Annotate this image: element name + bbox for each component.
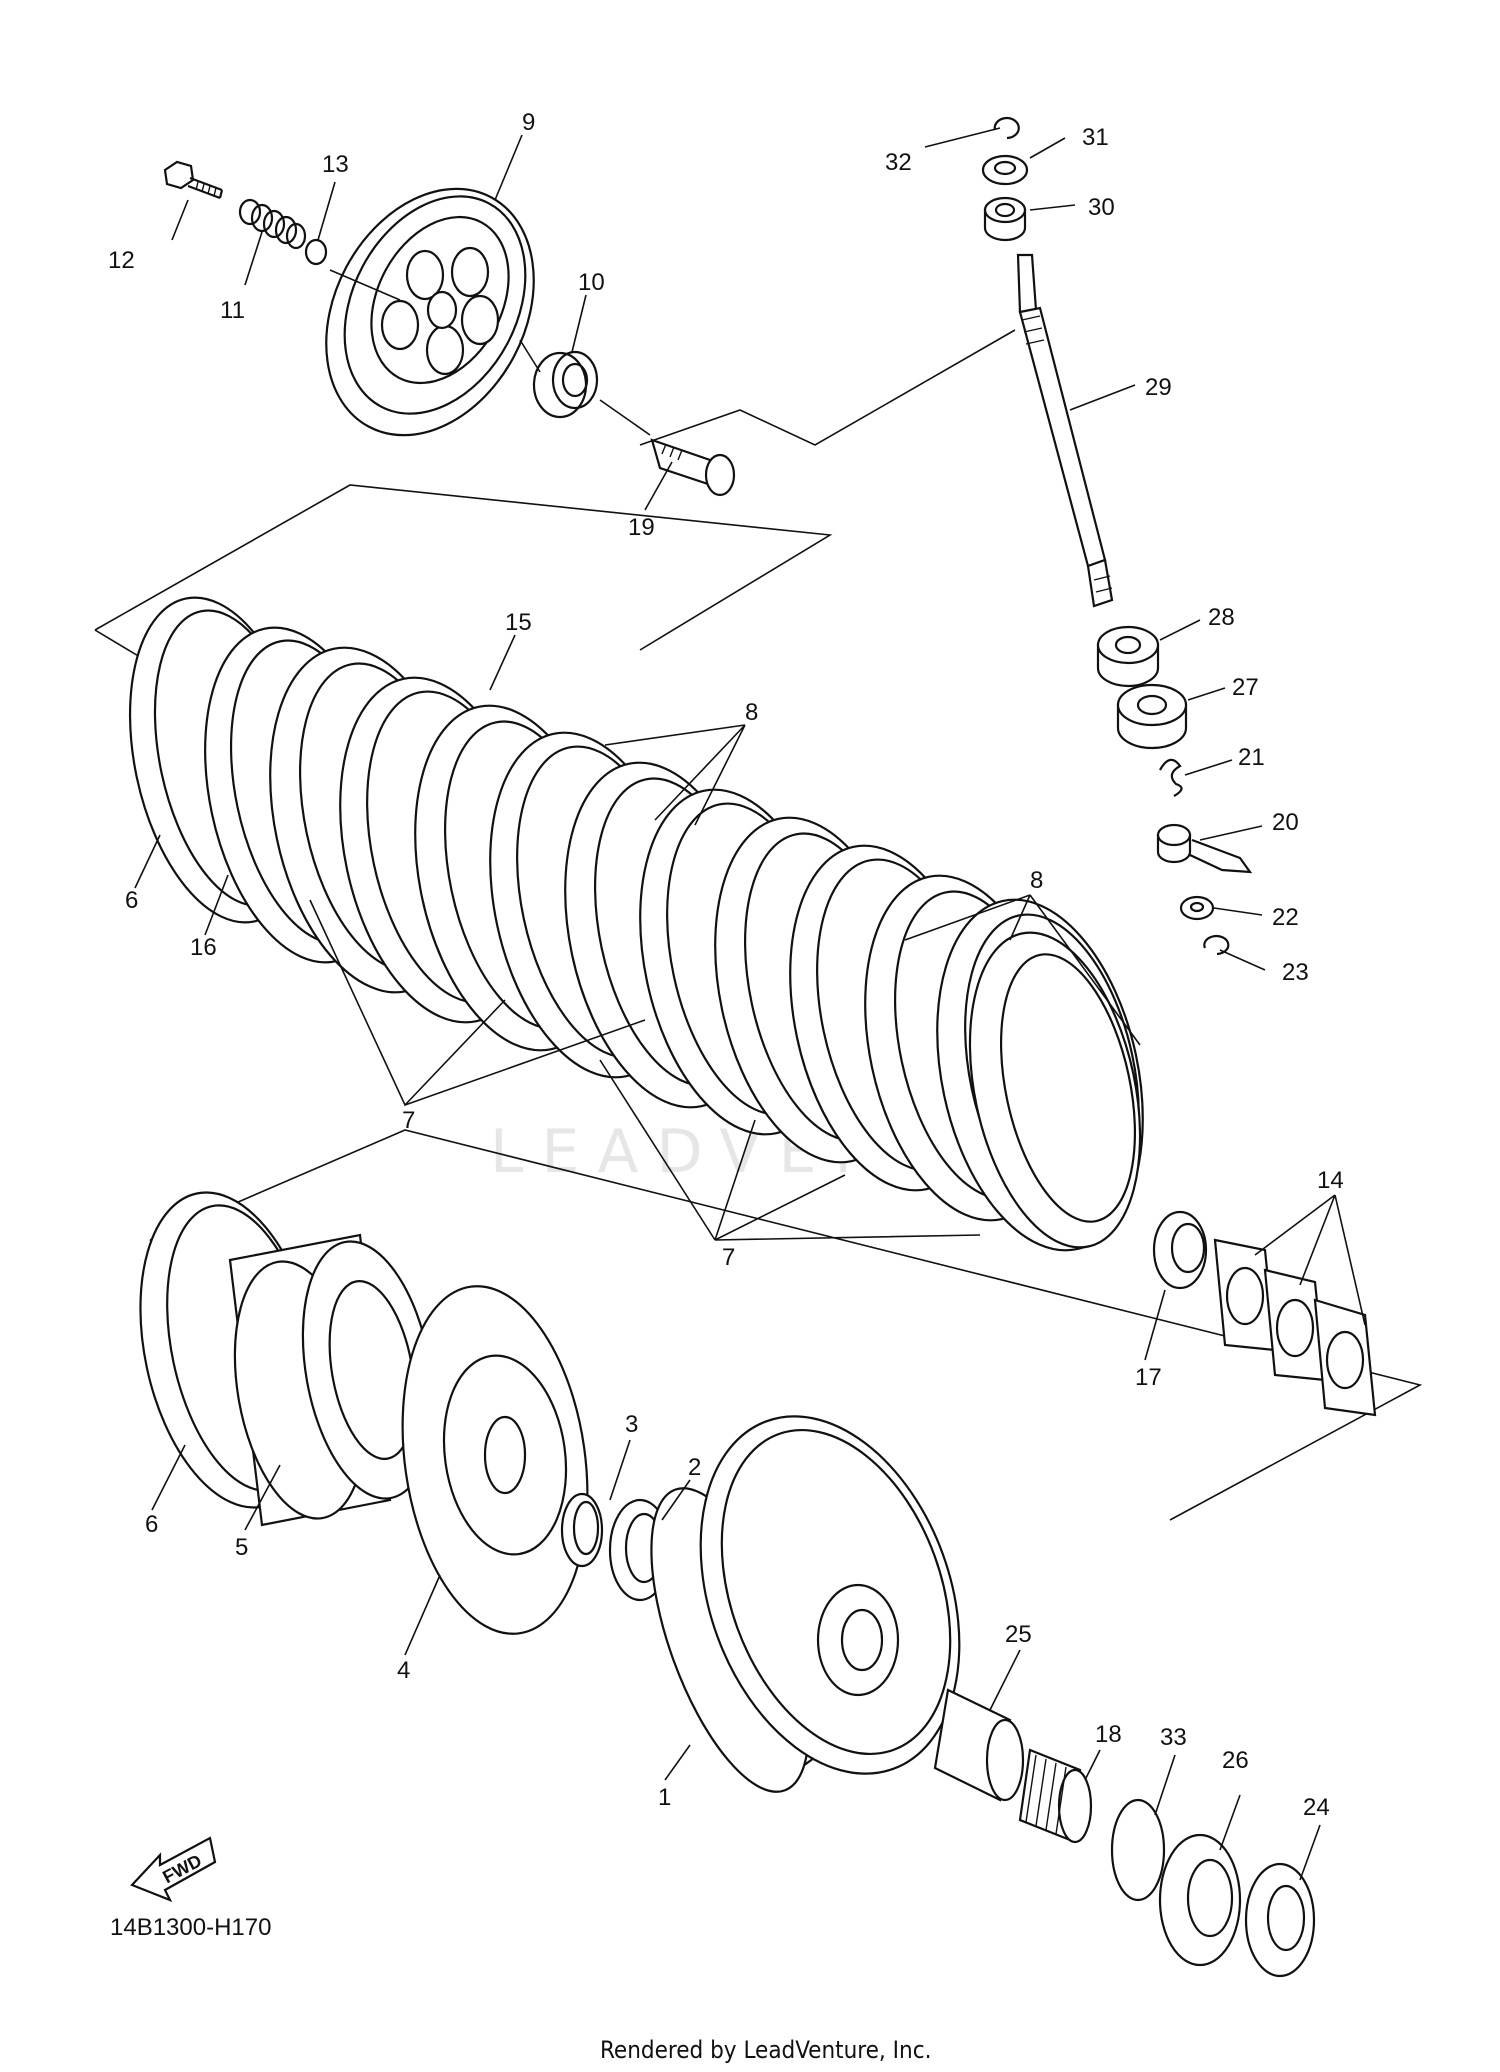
clutch-boss-part bbox=[228, 1233, 435, 1527]
callout-28: 28 bbox=[1208, 604, 1235, 631]
callout-30: 30 bbox=[1088, 194, 1115, 221]
callout-14: 14 bbox=[1317, 1167, 1344, 1194]
callout-18: 18 bbox=[1095, 1721, 1122, 1748]
callout-1: 1 bbox=[658, 1784, 671, 1811]
callout-33: 33 bbox=[1160, 1724, 1187, 1751]
pressure-plate-group bbox=[163, 160, 736, 497]
spring-part bbox=[238, 198, 307, 250]
callout-29: 29 bbox=[1145, 374, 1172, 401]
callout-7-left: 7 bbox=[402, 1107, 415, 1134]
pull-shaft-part bbox=[1016, 253, 1114, 608]
lever-20-part bbox=[1156, 823, 1253, 874]
callout-8-top: 8 bbox=[745, 699, 758, 726]
callout-labels: 1 2 3 4 5 6 6 7 7 7 8 8 9 10 11 12 13 14… bbox=[108, 109, 1344, 1821]
sleeve-part bbox=[933, 1688, 1025, 1802]
callout-8-right: 8 bbox=[1030, 867, 1043, 894]
washer-part bbox=[304, 238, 328, 266]
callout-4: 4 bbox=[397, 1657, 410, 1684]
callout-15: 15 bbox=[505, 609, 532, 636]
callout-11: 11 bbox=[220, 297, 245, 324]
seal-27-part bbox=[1116, 683, 1188, 750]
callout-7-bottom: 7 bbox=[722, 1244, 735, 1271]
gear-part bbox=[1158, 1833, 1242, 1967]
bearing-28-part bbox=[1096, 625, 1160, 688]
pressure-plate-part bbox=[325, 187, 535, 437]
callout-19: 19 bbox=[628, 514, 655, 541]
callout-16: 16 bbox=[190, 934, 217, 961]
callout-25: 25 bbox=[1005, 1621, 1032, 1648]
oil-seal-part bbox=[983, 196, 1027, 242]
push-rod-part bbox=[650, 438, 736, 497]
pressure-plate-4-part bbox=[401, 1285, 589, 1635]
clutch-boss-group bbox=[139, 1191, 1377, 1978]
callout-26: 26 bbox=[1222, 1747, 1249, 1774]
needle-bearing-part bbox=[1018, 1748, 1093, 1844]
clutch-housing-part bbox=[650, 1415, 961, 1793]
callout-6-lower: 6 bbox=[145, 1511, 158, 1538]
rendered-by-credit: Rendered by LeadVenture, Inc. bbox=[600, 2036, 931, 2064]
callout-21: 21 bbox=[1238, 744, 1265, 771]
callout-leaders bbox=[134, 127, 1366, 1881]
callout-20: 20 bbox=[1272, 809, 1299, 836]
fwd-arrow-badge: FWD bbox=[130, 1836, 217, 1903]
callout-32: 32 bbox=[885, 149, 912, 176]
friction-plate-part bbox=[968, 931, 1142, 1249]
lock-washer-part bbox=[1213, 1238, 1377, 1417]
washer-22-part bbox=[1179, 895, 1215, 921]
spring-21-part bbox=[1159, 758, 1183, 797]
callout-22: 22 bbox=[1272, 904, 1299, 931]
callout-23: 23 bbox=[1282, 959, 1309, 986]
callout-13: 13 bbox=[322, 151, 349, 178]
callout-10: 10 bbox=[578, 269, 605, 296]
callout-6-top: 6 bbox=[125, 887, 138, 914]
group-leader-lines bbox=[309, 724, 1141, 1241]
circlip-part bbox=[993, 116, 1020, 140]
callout-24: 24 bbox=[1303, 1794, 1330, 1821]
clutch-plate-stack bbox=[128, 596, 1144, 1252]
callout-9: 9 bbox=[522, 109, 535, 136]
callout-5: 5 bbox=[235, 1534, 248, 1561]
pull-shaft-group bbox=[639, 116, 1253, 956]
washer-3-part bbox=[560, 1492, 604, 1568]
callout-3: 3 bbox=[625, 1411, 638, 1438]
circlip-33-part bbox=[1110, 1798, 1166, 1902]
diagram-code: 14B1300-H170 bbox=[110, 1914, 271, 1941]
callout-2: 2 bbox=[688, 1454, 701, 1481]
callout-31: 31 bbox=[1082, 124, 1109, 151]
bolt-part bbox=[163, 160, 224, 200]
callout-27: 27 bbox=[1232, 674, 1259, 701]
callout-12: 12 bbox=[108, 247, 135, 274]
washer-31-part bbox=[981, 154, 1029, 186]
callout-17: 17 bbox=[1135, 1364, 1162, 1391]
washer-24-part bbox=[1244, 1862, 1316, 1978]
bearing-17-part bbox=[1152, 1210, 1208, 1290]
bearing-part bbox=[532, 350, 599, 419]
